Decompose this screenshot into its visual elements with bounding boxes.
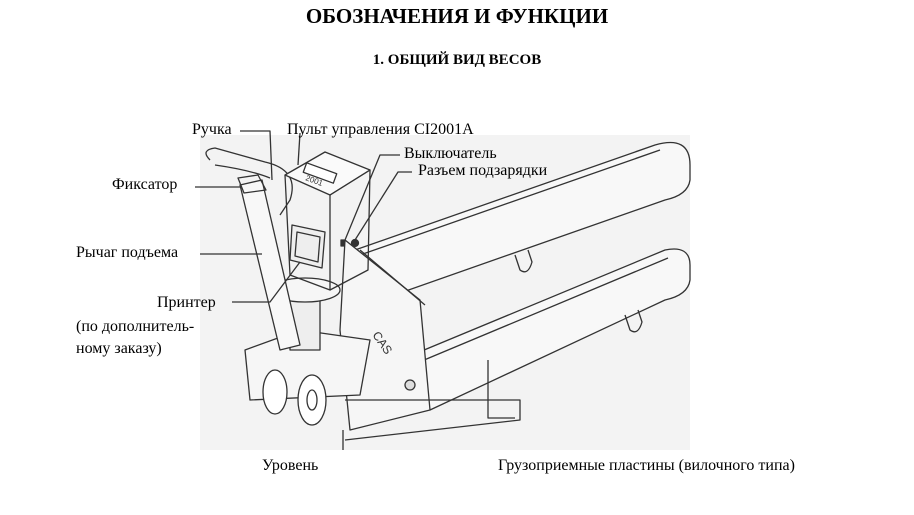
label-handle: Ручка [192,121,232,138]
section-title: 1. ОБЩИЙ ВИД ВЕСОВ [372,52,542,68]
label-level: Уровень [262,457,319,474]
label-lift-lever: Рычаг подъема [76,244,179,261]
label-switch: Выключатель [404,145,497,162]
label-printer-note-2: ному заказу) [76,340,162,357]
label-lock: Фиксатор [112,176,178,193]
label-forks: Грузоприемные пластины (вилочного типа) [498,457,795,474]
label-printer-note-1: (по дополнитель- [76,318,195,335]
label-control-panel: Пульт управления CI2001A [287,121,474,138]
label-printer: Принтер [157,294,216,311]
label-charging-port: Разъем подзарядки [418,162,548,179]
page-title: ОБОЗНАЧЕНИЯ И ФУНКЦИИ [305,4,609,28]
